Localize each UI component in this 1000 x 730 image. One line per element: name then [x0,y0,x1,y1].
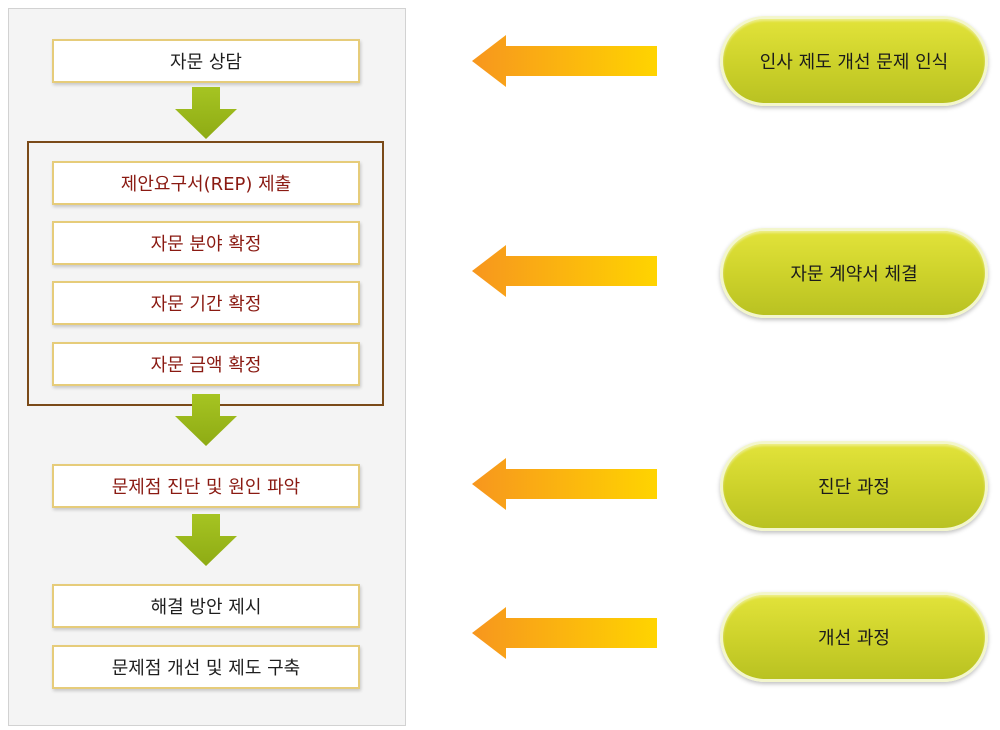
left-arrow-icon [472,607,657,659]
down-arrow-icon [175,514,237,566]
left-arrow-icon [472,35,657,87]
step-rfp-submission: 제안요구서(REP) 제출 [52,161,360,205]
step-fee-confirm: 자문 금액 확정 [52,342,360,386]
left-arrow-icon [472,245,657,297]
left-arrow-icon [472,458,657,510]
step-field-confirm: 자문 분야 확정 [52,221,360,265]
step-improvement: 문제점 개선 및 제도 구축 [52,645,360,689]
step-diagnosis: 문제점 진단 및 원인 파악 [52,464,360,508]
down-arrow-icon [175,87,237,139]
step-solution: 해결 방안 제시 [52,584,360,628]
stage-contract-signing: 자문 계약서 체결 [720,228,988,318]
stage-diagnosis-process: 진단 과정 [720,441,988,531]
step-period-confirm: 자문 기간 확정 [52,281,360,325]
step-consultation: 자문 상담 [52,39,360,83]
down-arrow-icon [175,394,237,446]
stage-improvement-process: 개선 과정 [720,592,988,682]
stage-problem-recognition: 인사 제도 개선 문제 인식 [720,16,988,106]
